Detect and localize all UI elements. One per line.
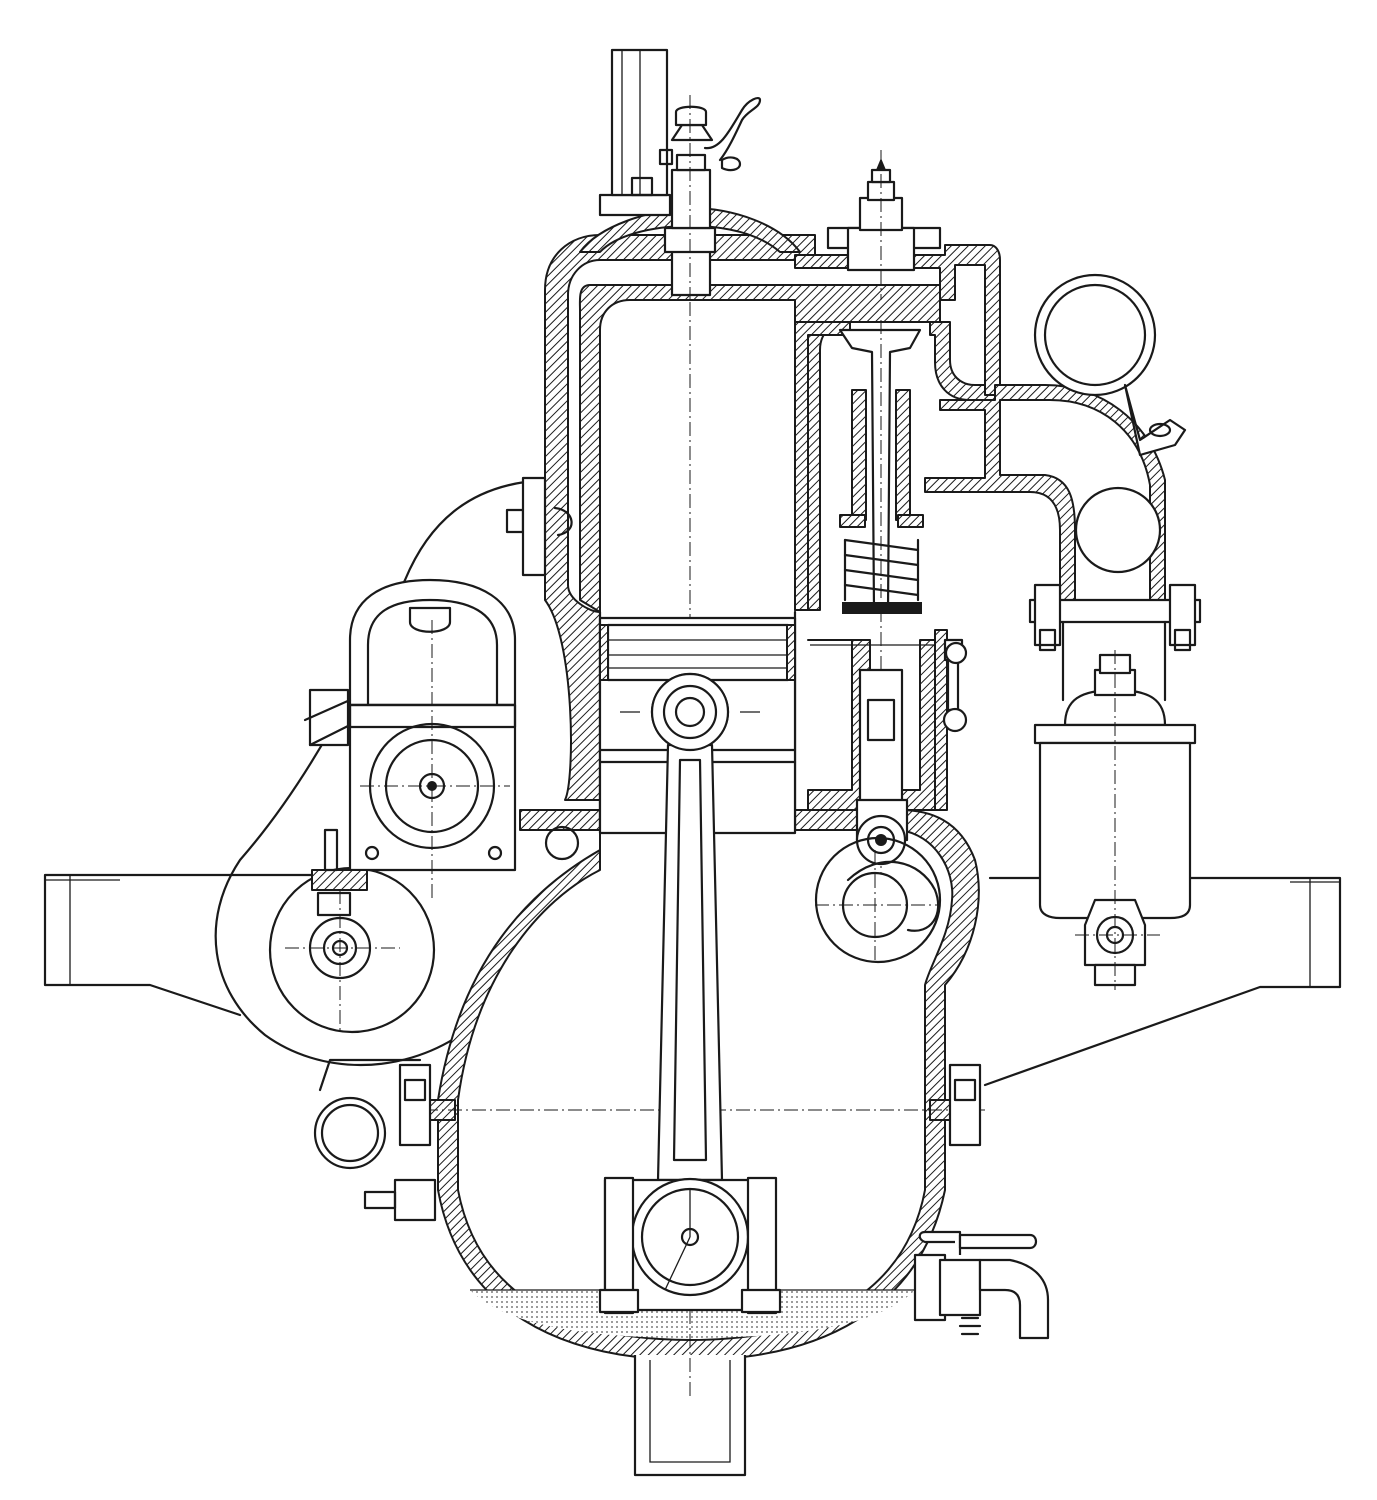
cam-housing [814,836,942,964]
tappet-adjust-handle [810,629,968,811]
connecting-rod [598,672,782,1315]
spark-plug [826,150,942,300]
magneto-housing [311,578,517,917]
valve-tappet [807,639,936,866]
manifold [924,273,1202,652]
camshaft-gear [268,866,436,1034]
priming-tap [658,95,762,300]
exhaust-valve [838,320,924,880]
crankcase [400,809,985,1477]
left-oil-pipe [313,1096,387,1170]
carburettor-bowl [1033,620,1197,990]
crankcase-bolts [363,1063,982,1222]
misc-nuts [303,476,573,747]
drain-cock [913,1230,1050,1340]
timing-case-outline [214,480,527,1092]
cylinder-head [579,48,801,253]
